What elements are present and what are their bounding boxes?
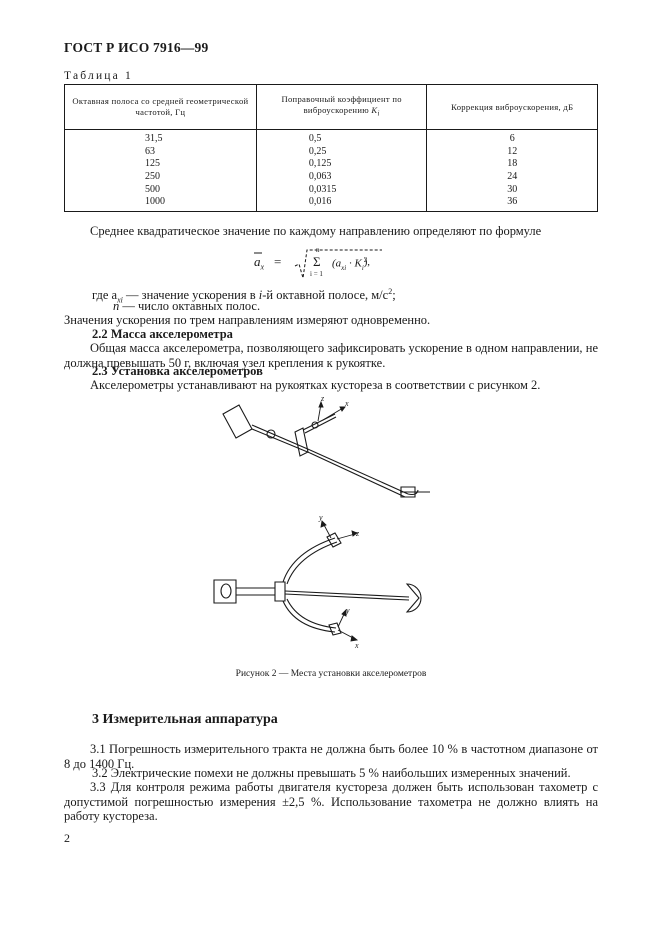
table-cell-correction: 18 bbox=[426, 158, 598, 171]
rear-grip-top bbox=[400, 486, 416, 498]
sqrt-sign bbox=[294, 249, 382, 279]
rms-formula: ax = n Σ i = 1 (axi · Ki)2, bbox=[252, 244, 432, 288]
engine-block bbox=[213, 579, 237, 604]
section-2-2-title: 2.2 Масса акселерометра bbox=[92, 327, 233, 341]
simultaneous-text: Значения ускорения по трем направлениям … bbox=[64, 313, 431, 327]
table-cell-band: 31,5 bbox=[64, 129, 257, 146]
section-2-3-body: Акселерометры устанавливают на рукоятках… bbox=[90, 378, 541, 392]
section-2-3-title: 2.3 Установка акселерометров bbox=[92, 364, 263, 378]
axis-label-x-top: x bbox=[344, 399, 349, 408]
table-cell-correction: 30 bbox=[426, 183, 598, 196]
table-cell-correction: 24 bbox=[426, 170, 598, 184]
engine-cap bbox=[220, 583, 232, 599]
page-number: 2 bbox=[64, 831, 70, 845]
table-cell-coefficient: 0,063 bbox=[255, 170, 428, 184]
table-cell-band: 250 bbox=[64, 170, 257, 184]
where-n-line: n — число октавных полос. bbox=[113, 299, 261, 313]
table-cell-correction: 6 bbox=[426, 129, 598, 146]
paragraph-3-1: 3.1 Погрешность измерительного тракта не… bbox=[64, 742, 598, 771]
mean-square-text: Среднее квадратическое значение по каждо… bbox=[90, 224, 542, 238]
mount-ring bbox=[266, 429, 276, 439]
accelerometer-mid bbox=[326, 532, 342, 548]
table-cell-band: 1000 bbox=[64, 195, 257, 212]
axis-label-y-low: y bbox=[345, 606, 350, 615]
accelerometer-diagram: z x y z y x bbox=[213, 394, 430, 650]
motor-housing-top bbox=[222, 404, 253, 439]
mid-axes bbox=[320, 520, 359, 642]
formula-radical bbox=[254, 249, 382, 279]
table-header-coefficient: Поправочный коэффициент по виброускорени… bbox=[255, 84, 428, 130]
correction-table: Октавная полоса со средней геометрическо… bbox=[64, 84, 598, 212]
axis-label-z-mid: z bbox=[355, 529, 360, 538]
axis-label-y-mid: y bbox=[318, 513, 323, 522]
clamp-top bbox=[294, 427, 309, 457]
table-cell-band: 63 bbox=[64, 145, 257, 159]
section-2-2-body: Общая масса акселерометра, позволяющего … bbox=[64, 341, 598, 370]
accelerometer-top bbox=[311, 421, 319, 429]
table-cell-coefficient: 0,25 bbox=[255, 145, 428, 159]
table-cell-band: 500 bbox=[64, 183, 257, 196]
top-axes bbox=[317, 400, 346, 422]
table-cell-coefficient: 0,125 bbox=[255, 158, 428, 171]
table-cell-coefficient: 0,5 bbox=[255, 129, 428, 146]
paragraph-3-2: 3.2 Электрические помехи не должны превы… bbox=[92, 766, 571, 780]
accelerometer-low bbox=[328, 622, 342, 636]
table-cell-band: 125 bbox=[64, 158, 257, 171]
handle-joint bbox=[274, 581, 286, 602]
where-a-line: где axi — значение ускорения в i-й октав… bbox=[92, 287, 396, 305]
table-cell-coefficient: 0,016 bbox=[255, 195, 428, 212]
table-cell-correction: 12 bbox=[426, 145, 598, 159]
figure-caption: Рисунок 2 — Места установки акселерометр… bbox=[235, 669, 427, 679]
document-header: ГОСТ Р ИСО 7916—99 bbox=[64, 40, 209, 55]
section-3-title: 3 Измерительная аппаратура bbox=[92, 712, 278, 727]
axis-label-z-top: z bbox=[320, 394, 325, 403]
paragraph-3-3: 3.3 Для контроля режима работы двигателя… bbox=[64, 780, 598, 823]
hedge-trimmer-top-view bbox=[213, 532, 422, 636]
blade-guard bbox=[405, 583, 422, 613]
table-cell-correction: 36 bbox=[426, 195, 598, 212]
table-caption: Таблица 1 bbox=[64, 70, 133, 82]
axis-label-x-low: x bbox=[354, 641, 359, 650]
hedge-trimmer-side-view bbox=[222, 404, 430, 498]
table-header-band: Октавная полоса со средней геометрическо… bbox=[64, 84, 257, 130]
table-cell-coefficient: 0,0315 bbox=[255, 183, 428, 196]
table-header-correction: Коррекция виброускорения, дБ bbox=[426, 84, 598, 130]
